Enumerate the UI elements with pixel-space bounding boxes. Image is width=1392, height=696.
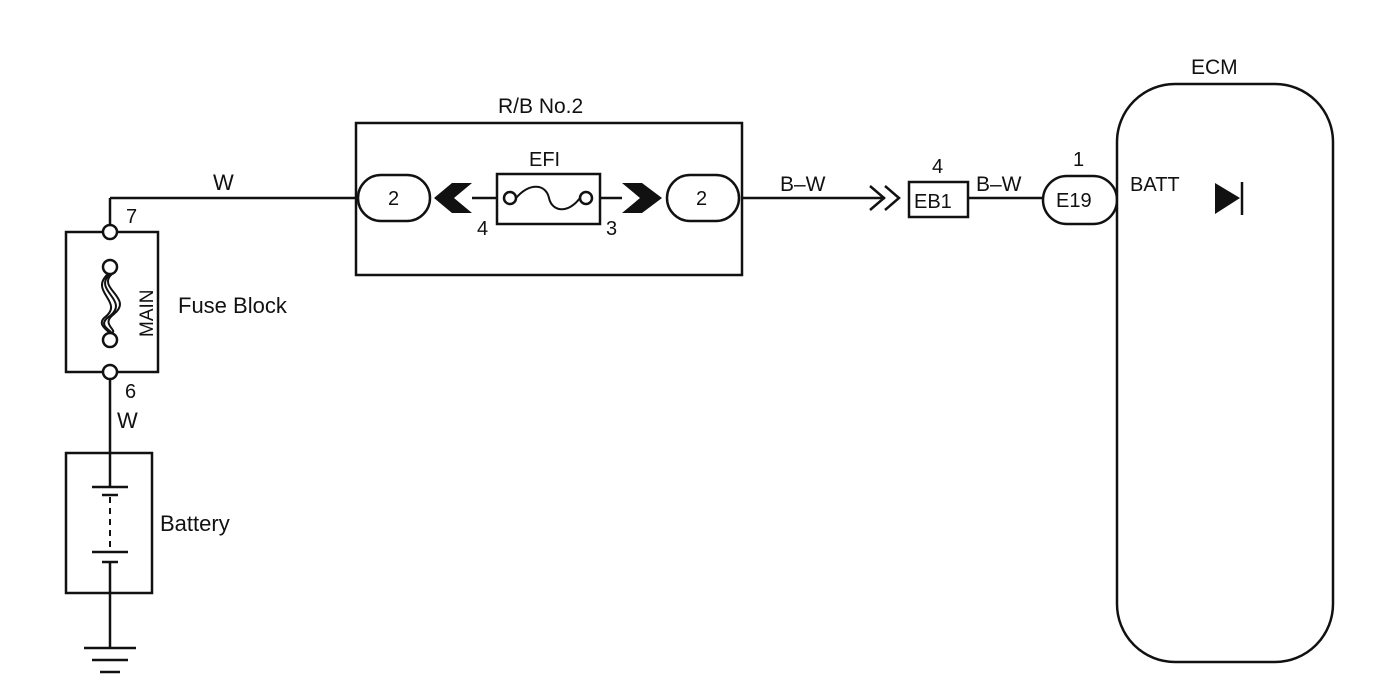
efi-fuse-label: EFI	[529, 149, 560, 171]
relay-block-left-connector	[356, 173, 432, 223]
fuse-block-label: Fuse Block	[178, 293, 288, 318]
ecm-label: ECM	[1191, 56, 1238, 79]
main-fuse-label: MAIN	[137, 290, 158, 338]
ecm-batt-label: BATT	[1130, 174, 1180, 196]
main-fuse-terminal-top	[101, 258, 119, 276]
relay-block-right-connector	[665, 173, 741, 223]
ecm-body	[1115, 82, 1335, 664]
main-fuse-link-icon	[100, 273, 121, 334]
eb1-label: EB1	[914, 191, 952, 213]
relay-block: R/B No.2 2 2 EFI 4 3	[354, 95, 744, 277]
ecm: ECM BATT	[1115, 56, 1335, 664]
wire-color-bw-1: B–W	[780, 173, 826, 196]
right-terminal-chevron-icon	[622, 183, 662, 213]
wire-color-bw-2: B–W	[976, 173, 1022, 196]
efi-fuse-icon	[515, 185, 581, 211]
relay-block-terminal-3: 3	[606, 218, 617, 240]
main-fuse-terminal-bottom	[101, 331, 119, 349]
junction-eb1: EB1 4	[869, 156, 970, 219]
efi-fuse-terminal-right	[578, 190, 594, 206]
left-terminal-chevron-icon	[434, 183, 472, 213]
eb1-chevron-2-icon	[884, 185, 901, 211]
battery-label: Battery	[160, 511, 230, 536]
relay-block-left-connector-label: 2	[388, 188, 399, 210]
eb1-chevron-1-icon	[869, 185, 886, 211]
e19-pin: 1	[1073, 149, 1084, 171]
fuse-block-pin-6: 6	[125, 381, 136, 403]
fuse-block: MAIN 7 6 Fuse Block	[64, 206, 288, 403]
efi-fuse-terminal-left	[502, 190, 518, 206]
fuse-block-pin-top	[101, 223, 119, 241]
ground-icon	[84, 593, 136, 674]
eb1-box	[907, 180, 970, 219]
eb1-pin: 4	[932, 156, 943, 178]
e19-label: E19	[1056, 190, 1092, 212]
battery: Battery	[64, 451, 230, 595]
relay-block-terminal-4: 4	[477, 218, 488, 240]
fuse-block-pin-7: 7	[126, 206, 137, 228]
wire-color-w-top: W	[213, 170, 234, 195]
fuse-block-pin-bottom	[101, 363, 119, 381]
diode-icon	[1215, 182, 1244, 215]
wire-color-w-bottom: W	[117, 408, 138, 433]
relay-block-right-connector-label: 2	[696, 188, 707, 210]
relay-block-label: R/B No.2	[498, 95, 583, 118]
connector-e19: E19 1	[1041, 149, 1119, 226]
